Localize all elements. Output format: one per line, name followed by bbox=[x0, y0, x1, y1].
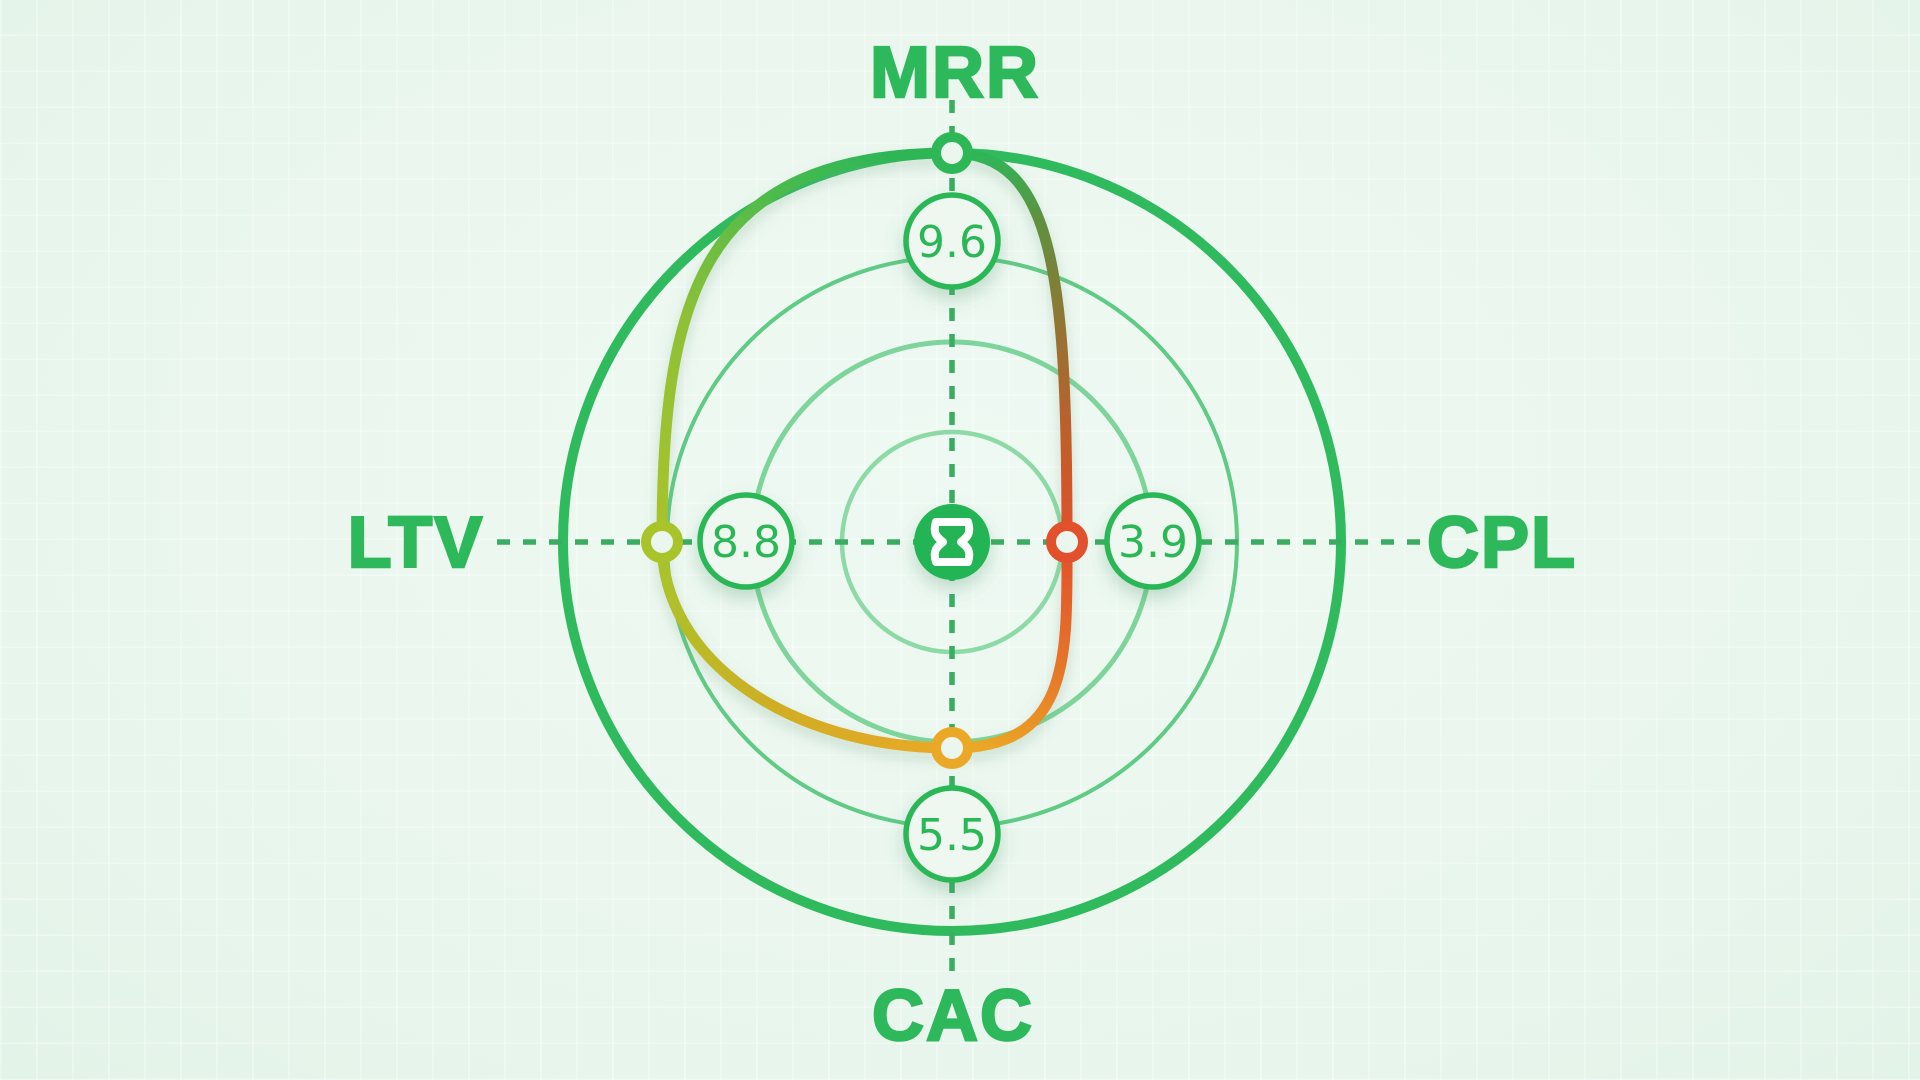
data-polygon bbox=[656, 147, 1073, 754]
data-curve-left-top bbox=[656, 147, 958, 548]
value-badges: 9.6 3.9 5.5 8.8 bbox=[697, 192, 1202, 883]
axis-label-cac: CAC bbox=[872, 976, 1034, 1056]
badge-mrr: 9.6 bbox=[903, 192, 1001, 290]
badge-mrr-circle bbox=[903, 192, 1001, 290]
vertex-markers bbox=[641, 132, 1088, 769]
badge-cac: 5.5 bbox=[903, 785, 1001, 883]
badge-cac-circle bbox=[903, 785, 1001, 883]
marker-mrr bbox=[931, 132, 973, 174]
hourglass-icon bbox=[930, 518, 974, 566]
data-curve-right-bottom bbox=[946, 536, 1073, 754]
badge-cpl-circle bbox=[1104, 492, 1202, 590]
axis-labels: MRR CPL CAC LTV bbox=[346, 32, 1577, 1058]
data-curve-top-right bbox=[946, 147, 1073, 548]
marker-cpl bbox=[1046, 521, 1088, 563]
badge-ltv: 8.8 bbox=[697, 492, 795, 590]
badge-ltv-value: 8.8 bbox=[711, 517, 781, 568]
badge-cpl-value: 3.9 bbox=[1118, 517, 1188, 568]
axis-label-ltv: LTV bbox=[348, 503, 485, 583]
axis-label-mrr: MRR bbox=[870, 33, 1040, 113]
center-icon-circle bbox=[914, 504, 990, 580]
badge-ltv-circle bbox=[697, 492, 795, 590]
marker-ltv bbox=[641, 521, 683, 563]
marker-cac bbox=[931, 727, 973, 769]
badge-cpl: 3.9 bbox=[1104, 492, 1202, 590]
axis-label-cpl: CPL bbox=[1427, 503, 1577, 583]
badge-cac-value: 5.5 bbox=[917, 810, 987, 861]
data-curve-bottom-left bbox=[656, 536, 958, 754]
badge-mrr-value: 9.6 bbox=[917, 217, 987, 268]
center-icon bbox=[914, 504, 990, 580]
